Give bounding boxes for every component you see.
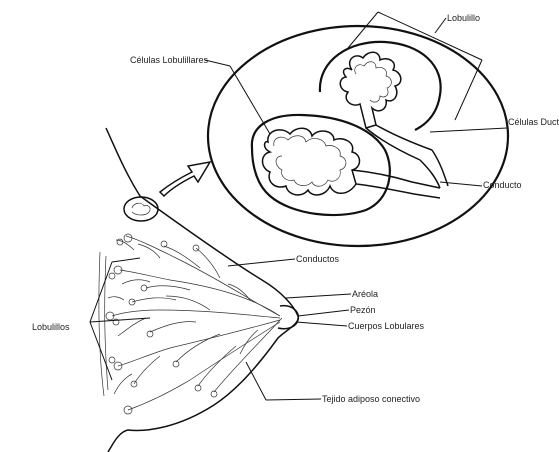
main-labels: Conductos Aréola Pezón Cuerpos Lobulares…: [32, 254, 425, 404]
magnified-detail: Lobulillo Células Lobulillares Células D…: [130, 12, 559, 246]
zoom-arrow: [160, 162, 210, 196]
breast-illustration: [90, 128, 298, 452]
label-areola: Aréola: [352, 289, 378, 299]
upper-lobule-outline: [320, 42, 441, 130]
label-conducto: Conducto: [483, 180, 522, 190]
duct-network: [108, 236, 282, 410]
lobule-clusters: [106, 234, 217, 414]
label-pezon: Pezón: [350, 305, 376, 315]
label-celulas-ductales: Células Ductales: [508, 117, 559, 127]
upper-lobule-duct: [366, 125, 432, 160]
upper-lobule-acinus: [340, 52, 401, 128]
label-lobulillo-top: Lobulillo: [447, 13, 480, 23]
label-lobulillos: Lobulillos: [32, 322, 70, 332]
label-tejido-adiposo: Tejido adiposo conectivo: [322, 394, 420, 404]
magnified-lobule-source: [124, 197, 158, 221]
nipple: [278, 306, 298, 329]
label-cuerpos-lobulares: Cuerpos Lobulares: [348, 321, 425, 331]
label-conductos: Conductos: [296, 254, 340, 264]
label-celulas-lobulillares: Células Lobulillares: [130, 55, 209, 65]
lower-lobule-duct: [352, 170, 440, 198]
